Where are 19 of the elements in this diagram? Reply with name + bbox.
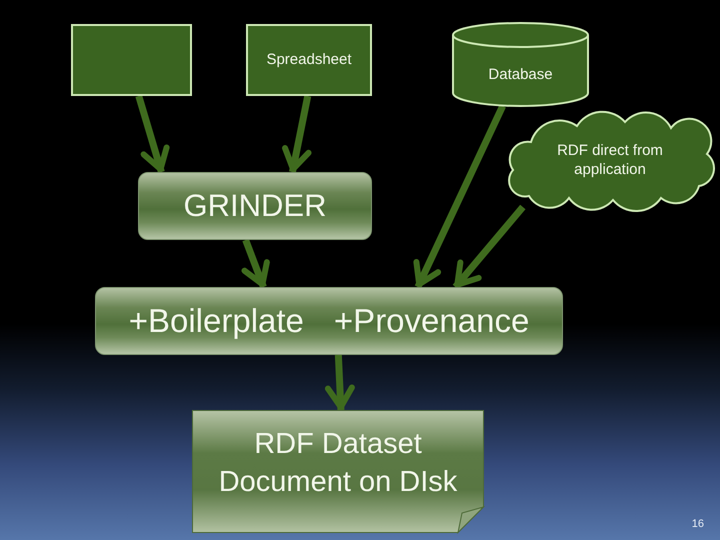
source-box (71, 24, 192, 96)
arrow (324, 354, 355, 410)
node-label: GRINDER (184, 186, 326, 225)
arrow (135, 95, 170, 173)
arrow (241, 238, 270, 288)
arrow (282, 95, 312, 173)
node-label: Spreadsheet (266, 50, 352, 70)
page-number: 16 (692, 518, 704, 530)
process-box (95, 287, 563, 355)
database-cylinder (452, 22, 589, 106)
process-box (138, 172, 372, 240)
node-label: RDF Dataset Document on DIsk (218, 426, 458, 500)
node-label: +Provenance (334, 300, 530, 341)
node-label: Database (488, 65, 553, 85)
node-label: +Boilerplate (128, 300, 304, 341)
source-box (246, 24, 372, 96)
arrow (452, 204, 526, 290)
arrow (413, 104, 506, 288)
document-shape (192, 410, 484, 533)
